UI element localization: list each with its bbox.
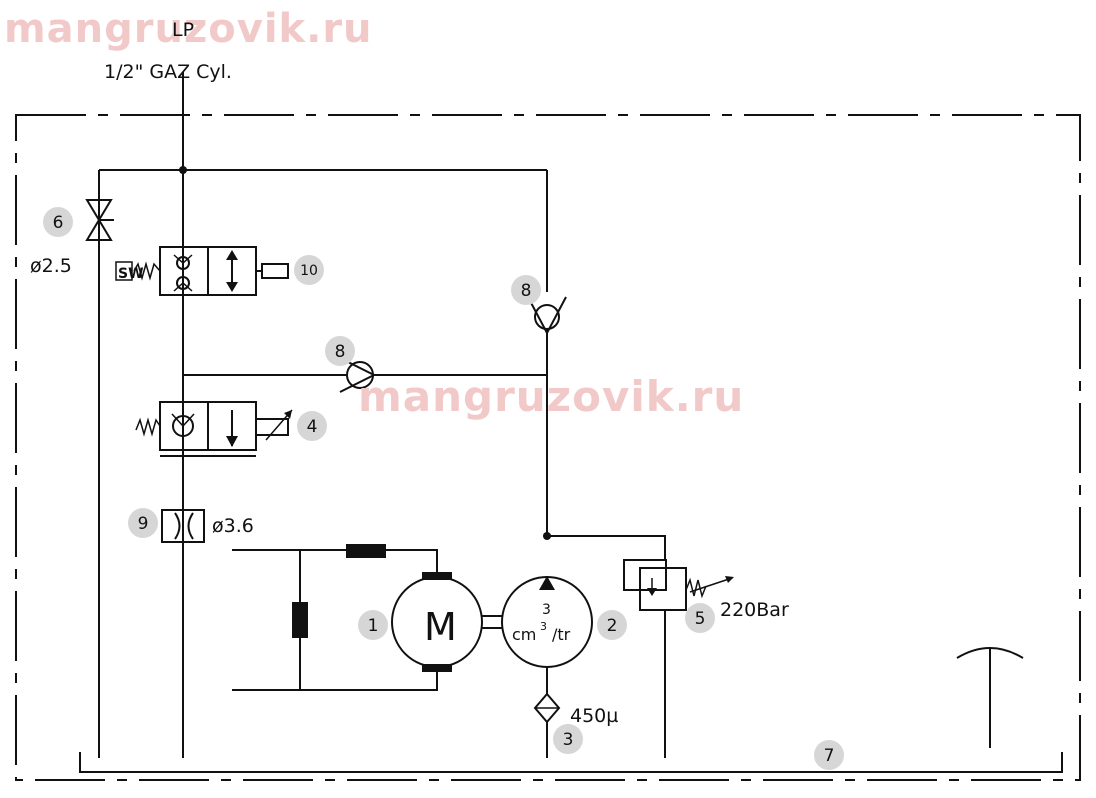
motor-wiring [232, 544, 438, 691]
orifice-symbol [161, 509, 205, 543]
watermark-middle: mangruzovik.ru [358, 372, 745, 421]
svg-text:5: 5 [695, 609, 706, 629]
svg-text:4: 4 [307, 417, 318, 437]
relief-valve-symbol [547, 535, 734, 758]
port-label-size: 1/2" GAZ Cyl. [104, 61, 232, 83]
pump-displacement-unit-sup: 3 [540, 620, 547, 633]
badge-3: 3 [553, 724, 583, 754]
unit-boundary [15, 114, 1081, 781]
badge-7: 7 [814, 740, 844, 770]
svg-text:8: 8 [521, 281, 532, 301]
pump-displacement-unit-left: cm [512, 625, 536, 644]
relief-pressure: 220Bar [720, 599, 789, 621]
badge-2: 2 [597, 610, 627, 640]
badge-1: 1 [358, 610, 388, 640]
check-valve-upper-symbol [527, 296, 567, 536]
badge-4: 4 [297, 411, 327, 441]
badge-8-left: 8 [325, 336, 355, 366]
top-manifold [98, 166, 548, 758]
orifice-9-label: ø3.6 [212, 515, 254, 537]
filter-rating: 450µ [570, 705, 618, 727]
pump-symbol [501, 532, 593, 694]
solenoid-valve-symbol [115, 246, 289, 296]
svg-text:2: 2 [607, 616, 618, 636]
svg-text:10: 10 [300, 263, 318, 279]
tank-breather [956, 647, 1024, 748]
check-valve-left-symbol [183, 357, 547, 393]
svg-text:9: 9 [138, 514, 149, 534]
watermark-top: mangruzovik.ru [4, 6, 373, 52]
badge-10: 10 [294, 255, 324, 285]
port-label-lp: LP [172, 19, 194, 41]
svg-text:6: 6 [53, 213, 64, 233]
badge-5: 5 [685, 603, 715, 633]
svg-text:7: 7 [824, 746, 835, 766]
pump-displacement-number: 3 [542, 602, 551, 618]
badge-9: 9 [128, 508, 158, 538]
svg-text:8: 8 [335, 342, 346, 362]
badge-6: 6 [43, 207, 73, 237]
orifice-6-label: ø2.5 [30, 255, 72, 277]
needle-valve-symbol [85, 199, 114, 241]
motor-letter: M [424, 605, 457, 649]
solenoid-label: SW [118, 266, 144, 282]
electric-motor-symbol [391, 572, 503, 672]
badge-8-upper: 8 [511, 275, 541, 305]
svg-text:1: 1 [368, 616, 379, 636]
proportional-valve-symbol [135, 401, 293, 457]
svg-text:3: 3 [563, 730, 574, 750]
tank-symbol [79, 752, 1063, 773]
pump-displacement-unit-right: /tr [552, 625, 571, 644]
filter-symbol [533, 692, 561, 758]
